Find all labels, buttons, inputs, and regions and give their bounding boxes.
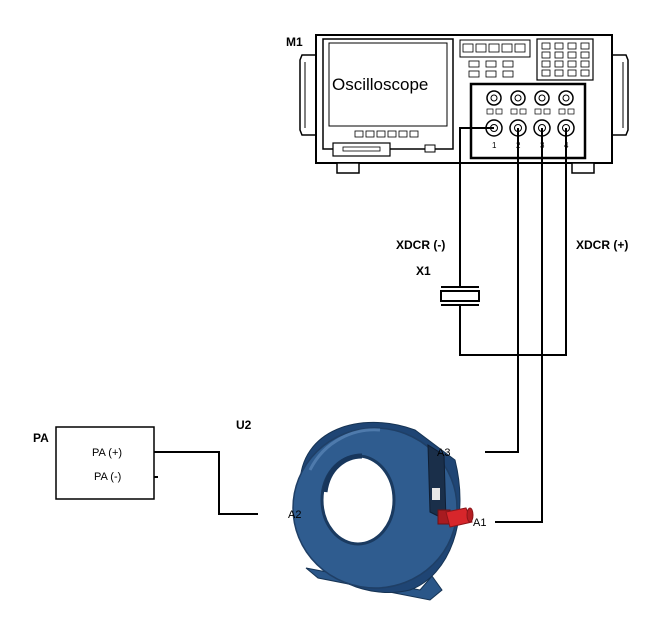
foot-right — [571, 162, 595, 174]
pa-plus-label: PA (+) — [92, 447, 122, 459]
u2-label: U2 — [236, 418, 252, 432]
m1-label: M1 — [286, 35, 303, 49]
wire-ch2-a3 — [485, 128, 519, 453]
a3-label: A3 — [437, 447, 450, 459]
oscilloscope-label: Oscilloscope — [332, 75, 428, 94]
soft-keys — [354, 130, 419, 138]
right-handle — [612, 54, 629, 136]
wire-ch3-a1 — [495, 128, 543, 523]
channel-1-label: 1 — [492, 141, 497, 150]
wire-pa-a2 — [130, 451, 258, 515]
x1-label: X1 — [416, 264, 431, 278]
crystal-x1 — [440, 286, 480, 306]
pa-box — [55, 426, 155, 500]
pa-label: PA — [33, 431, 49, 445]
pa-minus-label: PA (-) — [94, 471, 121, 483]
power-button — [424, 144, 436, 153]
a1-label: A1 — [473, 517, 486, 529]
keypad — [536, 38, 594, 81]
wire-ch1-x1 — [459, 127, 494, 287]
current-sensor-u2 — [292, 422, 474, 601]
foot-left — [336, 162, 360, 174]
screen — [328, 42, 448, 127]
channel-knobs — [486, 90, 575, 115]
sensor-connector — [445, 507, 473, 528]
xdcr-plus-label: XDCR (+) — [576, 238, 628, 252]
a2-label: A2 — [288, 509, 301, 521]
top-buttons — [459, 39, 531, 78]
xdcr-minus-label: XDCR (-) — [396, 238, 445, 252]
wire-x1-ch4 — [459, 128, 567, 356]
left-handle — [299, 54, 316, 136]
wires — [130, 127, 567, 523]
oscilloscope-m1: Oscilloscope — [299, 34, 629, 174]
